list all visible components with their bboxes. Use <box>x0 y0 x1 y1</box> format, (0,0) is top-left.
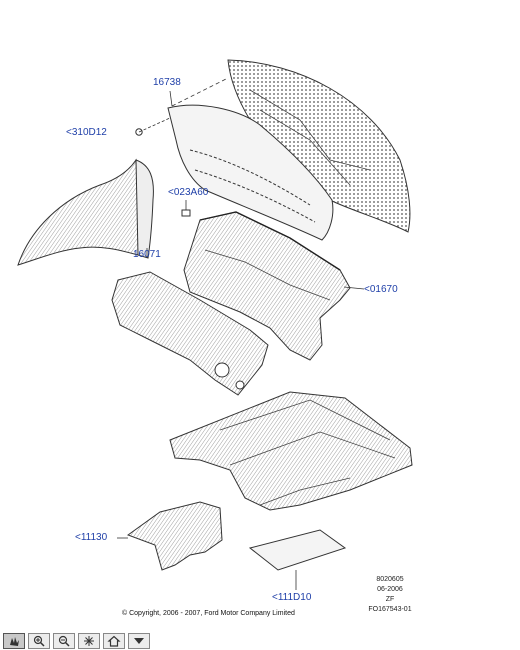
leader-16738 <box>169 90 173 107</box>
leader-hood-dashed <box>171 77 229 107</box>
clip-310D12 <box>135 117 171 136</box>
dropdown-arrow-icon <box>134 638 144 644</box>
dash-insulator <box>111 271 269 396</box>
tunnel-insulator-11130 <box>126 501 223 571</box>
hood-panel <box>167 59 411 241</box>
zoom-in-button[interactable] <box>28 633 50 649</box>
viewer-toolbar <box>0 632 520 650</box>
zoom-out-icon <box>58 635 70 647</box>
meta-line-2: 06-2006 <box>377 586 403 593</box>
meta-line-4: FO167543-01 <box>368 606 412 613</box>
part-label-310D12[interactable]: <310D12 <box>66 127 107 138</box>
part-label-16738[interactable]: 16738 <box>153 77 181 88</box>
exploded-parts-diagram <box>17 59 413 590</box>
dropdown-button[interactable] <box>128 633 150 649</box>
dash-panel <box>183 211 351 361</box>
meta-line-1: 8020605 <box>376 576 404 583</box>
home-button[interactable] <box>103 633 125 649</box>
hood-insulator-left <box>17 158 154 266</box>
pan-tool-button[interactable] <box>3 633 25 649</box>
home-icon <box>107 635 121 647</box>
meta-line-3: ZF <box>385 596 395 603</box>
select-icon <box>84 636 94 646</box>
grommet-023A60 <box>181 200 191 217</box>
pad-111D10 <box>248 529 347 571</box>
part-label-111D10[interactable]: <111D10 <box>272 592 312 603</box>
part-label-11130[interactable]: <11130 <box>75 532 108 543</box>
leader-01670 <box>343 286 365 290</box>
select-tool-button[interactable] <box>78 633 100 649</box>
part-label-023A60[interactable]: <023A60 <box>168 187 209 198</box>
copyright-notice: © Copyright, 2006 - 2007, Ford Motor Com… <box>122 610 295 617</box>
part-label-16071[interactable]: 16071 <box>133 249 161 260</box>
part-label-01670[interactable]: <01670 <box>364 284 398 295</box>
pan-icon <box>10 637 19 646</box>
drawing-metadata: 8020605 06-2006 ZF FO167543-01 <box>362 575 418 615</box>
floor-pan <box>169 391 413 511</box>
zoom-in-icon <box>33 635 45 647</box>
zoom-out-button[interactable] <box>53 633 75 649</box>
